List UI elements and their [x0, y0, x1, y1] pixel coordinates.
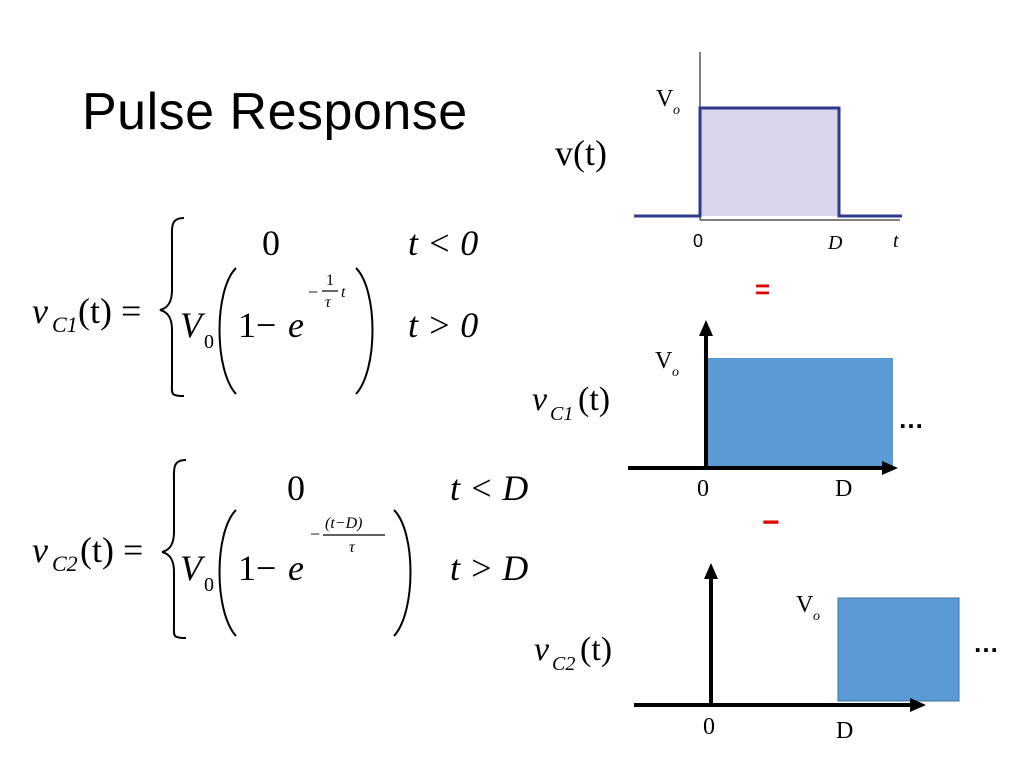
graph-vc2-y-arrow [704, 563, 718, 579]
eq1-case2-v: V [180, 305, 206, 345]
graph-vc1-tick-d: D [835, 476, 852, 502]
graph-input-pulse-line [634, 106, 902, 218]
eq1-lhs-sub: C1 [52, 312, 78, 337]
graph-vc1-ylabel-sub: C1 [550, 403, 573, 425]
eq1-case2-one-minus: 1− [238, 305, 276, 345]
graph-vc1-x-arrow [882, 461, 898, 475]
eq2-lhs-v: v [32, 530, 48, 570]
eq2-case2-one-minus: 1− [238, 548, 276, 588]
graph-vc2: v C2 (t) V o 0 D … [534, 563, 999, 744]
eq2-case2-v-sub: 0 [204, 574, 214, 596]
equals-mark: = [755, 274, 770, 304]
graph-vc1-tick-0: 0 [697, 476, 709, 502]
eq1-case2-v-sub: 0 [204, 331, 214, 353]
graph-vc2-ylabel-arg: (t) [580, 631, 612, 668]
graph-vc2-tick-d: D [836, 718, 853, 744]
eq2-brace [161, 459, 187, 639]
eq1-case1-cond: t < 0 [408, 223, 478, 263]
equation-vc2: v C2 (t) = 0 t < D V 0 1− e − (t−D) τ t … [32, 459, 528, 639]
eq2-case1-cond: t < D [450, 468, 528, 508]
graph-vc2-x-arrow [910, 698, 926, 712]
eq2-exp-den: τ [349, 539, 356, 556]
eq1-brace [159, 217, 185, 397]
graph-vc1: v C1 (t) V o 0 D … [532, 320, 924, 502]
graph-vc1-level-sub: o [672, 365, 679, 380]
graph-input-level-label: V [656, 86, 674, 112]
graph-input-pulse-fill [700, 108, 839, 216]
graph-vc1-fill [706, 358, 893, 468]
graph-input-tick-0: 0 [693, 231, 703, 251]
graph-vc1-ylabel-arg: (t) [578, 381, 610, 418]
eq2-exp-num: (t−D) [325, 515, 362, 532]
graph-vc2-fill [837, 597, 960, 702]
eq2-lhs-sub: C2 [52, 551, 78, 576]
eq1-lhs-arg: (t) = [78, 291, 141, 331]
eq2-left-paren [218, 509, 237, 637]
graph-input-tick-d: D [827, 232, 843, 254]
eq1-case2-e: e [288, 305, 304, 345]
eq2-lhs-arg: (t) = [80, 530, 143, 570]
eq2-right-paren [393, 509, 412, 637]
eq2-exp-sign: − [310, 524, 320, 544]
eq1-lhs-v: v [32, 291, 48, 331]
graph-vc2-ylabel-sub: C2 [552, 653, 575, 675]
eq1-left-paren [218, 267, 237, 395]
graph-vc1-ylabel-v: v [532, 381, 548, 418]
graph-input-ylabel: v(t) [555, 133, 607, 173]
eq1-case2-cond: t > 0 [408, 305, 478, 345]
graph-input-axis-t: t [893, 230, 899, 252]
graph-vc1-level-label: V [655, 348, 673, 374]
minus-mark: − [762, 506, 780, 539]
equation-vc1: v C1 (t) = 0 t < 0 V 0 1− e − 1 τ t t > … [32, 217, 478, 397]
graph-vc2-level-sub: o [813, 609, 820, 624]
eq2-case2-cond: t > D [450, 548, 528, 588]
graph-input-pulse: v(t) V o 0 D t [555, 52, 902, 254]
graph-vc2-tick-0: 0 [703, 714, 715, 740]
graph-input-level-sub: o [673, 103, 680, 118]
eq1-right-paren [355, 267, 374, 395]
slide-title: Pulse Response [82, 83, 468, 141]
graph-vc2-continuation: … [973, 628, 999, 658]
eq1-exp-num: 1 [326, 272, 334, 289]
graph-vc2-level-label: V [796, 592, 814, 618]
eq1-exp-t: t [341, 284, 346, 301]
graph-vc2-ylabel-v: v [534, 631, 550, 668]
eq1-exp-sign: − [308, 282, 318, 302]
eq2-case2-v: V [180, 548, 206, 588]
eq1-case1-value: 0 [262, 223, 280, 263]
eq2-case2-e: e [288, 548, 304, 588]
eq1-exp-den: τ [325, 294, 332, 311]
graph-vc1-continuation: … [898, 404, 924, 434]
eq2-case1-value: 0 [287, 468, 305, 508]
graph-vc1-y-arrow [699, 320, 713, 336]
